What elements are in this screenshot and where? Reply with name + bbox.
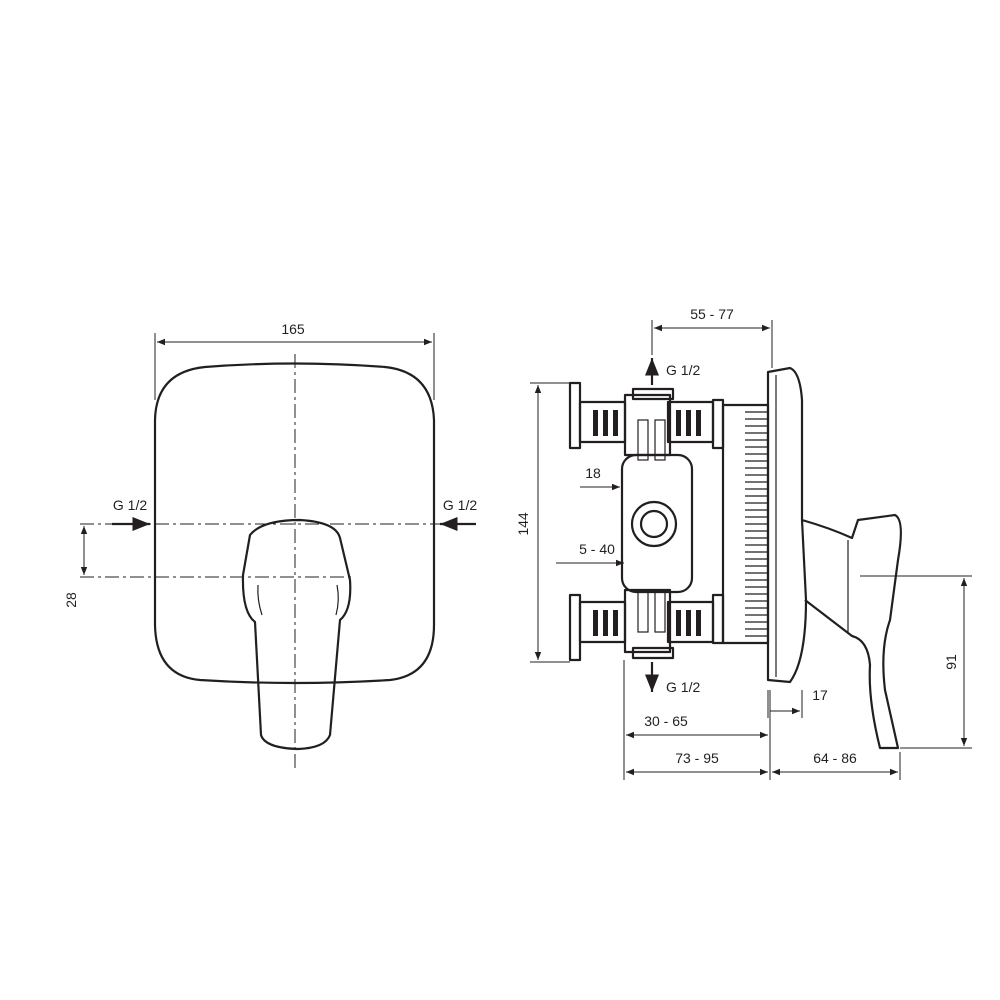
- cover-plate: [153, 362, 436, 685]
- valve-bottom-nut: [631, 646, 675, 660]
- front-view: 165 28 G 1/2 G 1/2: [63, 321, 477, 770]
- range-dimension-label: 5 - 40: [579, 541, 615, 557]
- wall-plate-profile: [766, 366, 808, 684]
- outlet-label-bottom: G 1/2: [666, 679, 700, 695]
- lever-handle: [241, 518, 352, 751]
- valve-body-slot: [654, 419, 666, 461]
- connector-bottom-left: [578, 600, 627, 644]
- connector-bottom-right: [666, 600, 715, 644]
- port-dimension-label: 18: [585, 465, 601, 481]
- inlet-label-right: G 1/2: [443, 497, 477, 513]
- port-inner-ring: [639, 509, 669, 539]
- width-dimension-label: 165: [281, 321, 305, 337]
- outlet-label-top: G 1/2: [666, 362, 700, 378]
- lever-edge-line: [335, 584, 339, 616]
- lever-dimension-label: 64 - 86: [813, 750, 857, 766]
- plate-dimension-label: 17: [812, 687, 828, 703]
- flange-top-right: [711, 398, 725, 450]
- lever-edge-line: [257, 584, 263, 616]
- valve-body-slot: [637, 419, 649, 461]
- lever-height-dimension-label: 91: [943, 654, 959, 670]
- lever-profile: [801, 513, 902, 750]
- valve-body-slot: [637, 591, 649, 633]
- offset-dimension-label: 28: [63, 592, 79, 608]
- inlet-label-left: G 1/2: [113, 497, 147, 513]
- total-dimension-label: 73 - 95: [675, 750, 719, 766]
- body-dimension-label: 30 - 65: [644, 713, 688, 729]
- port-outer-ring: [630, 500, 678, 548]
- thread-top-right: [676, 410, 701, 436]
- flange-bottom-left: [568, 593, 582, 662]
- depth-top-dimension-label: 55 - 77: [690, 306, 734, 322]
- valve-body-bottom-block: [623, 588, 672, 654]
- connector-top-right: [666, 400, 715, 444]
- valve-body-slot: [654, 591, 666, 633]
- side-view: G 1/2 G 1/2 55 - 77 144 18 5 - 40 17 91: [515, 306, 972, 780]
- flange-top-left: [568, 381, 582, 450]
- height-dimension-label: 144: [515, 512, 531, 536]
- connector-top-left: [578, 400, 627, 444]
- sleeve-threads: [745, 411, 768, 637]
- flange-bottom-right: [711, 593, 725, 645]
- valve-top-nut: [631, 387, 675, 401]
- thread-bottom-left: [593, 610, 618, 636]
- thread-bottom-right: [676, 610, 701, 636]
- thread-top-left: [593, 410, 618, 436]
